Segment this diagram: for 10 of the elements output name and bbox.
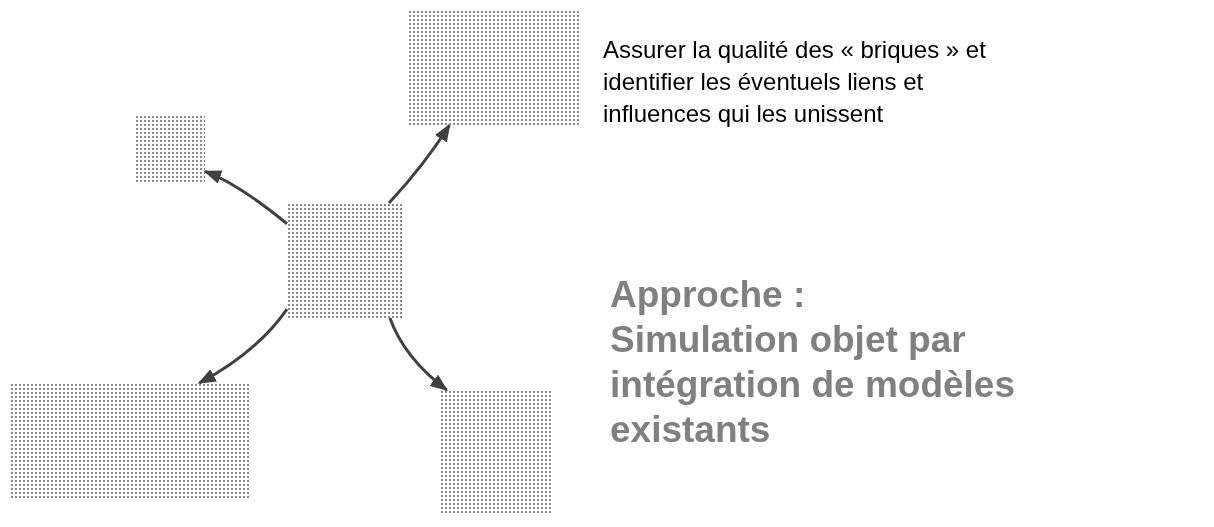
dotted-box [135,115,205,183]
approach-text: Simulation objet par intégration de modèles existants [610,318,1016,452]
dotted-box [408,10,580,125]
curved-arrow [198,308,289,385]
dotted-box [287,203,402,318]
description-text: Assurer la qualité des « briques » et identifier les éventuels liens et influences qui les unissent [603,36,986,127]
curved-arrow [203,169,288,225]
curved-arrow [387,123,451,204]
curved-arrow [388,317,448,392]
approach-heading: Approche : [610,273,807,317]
